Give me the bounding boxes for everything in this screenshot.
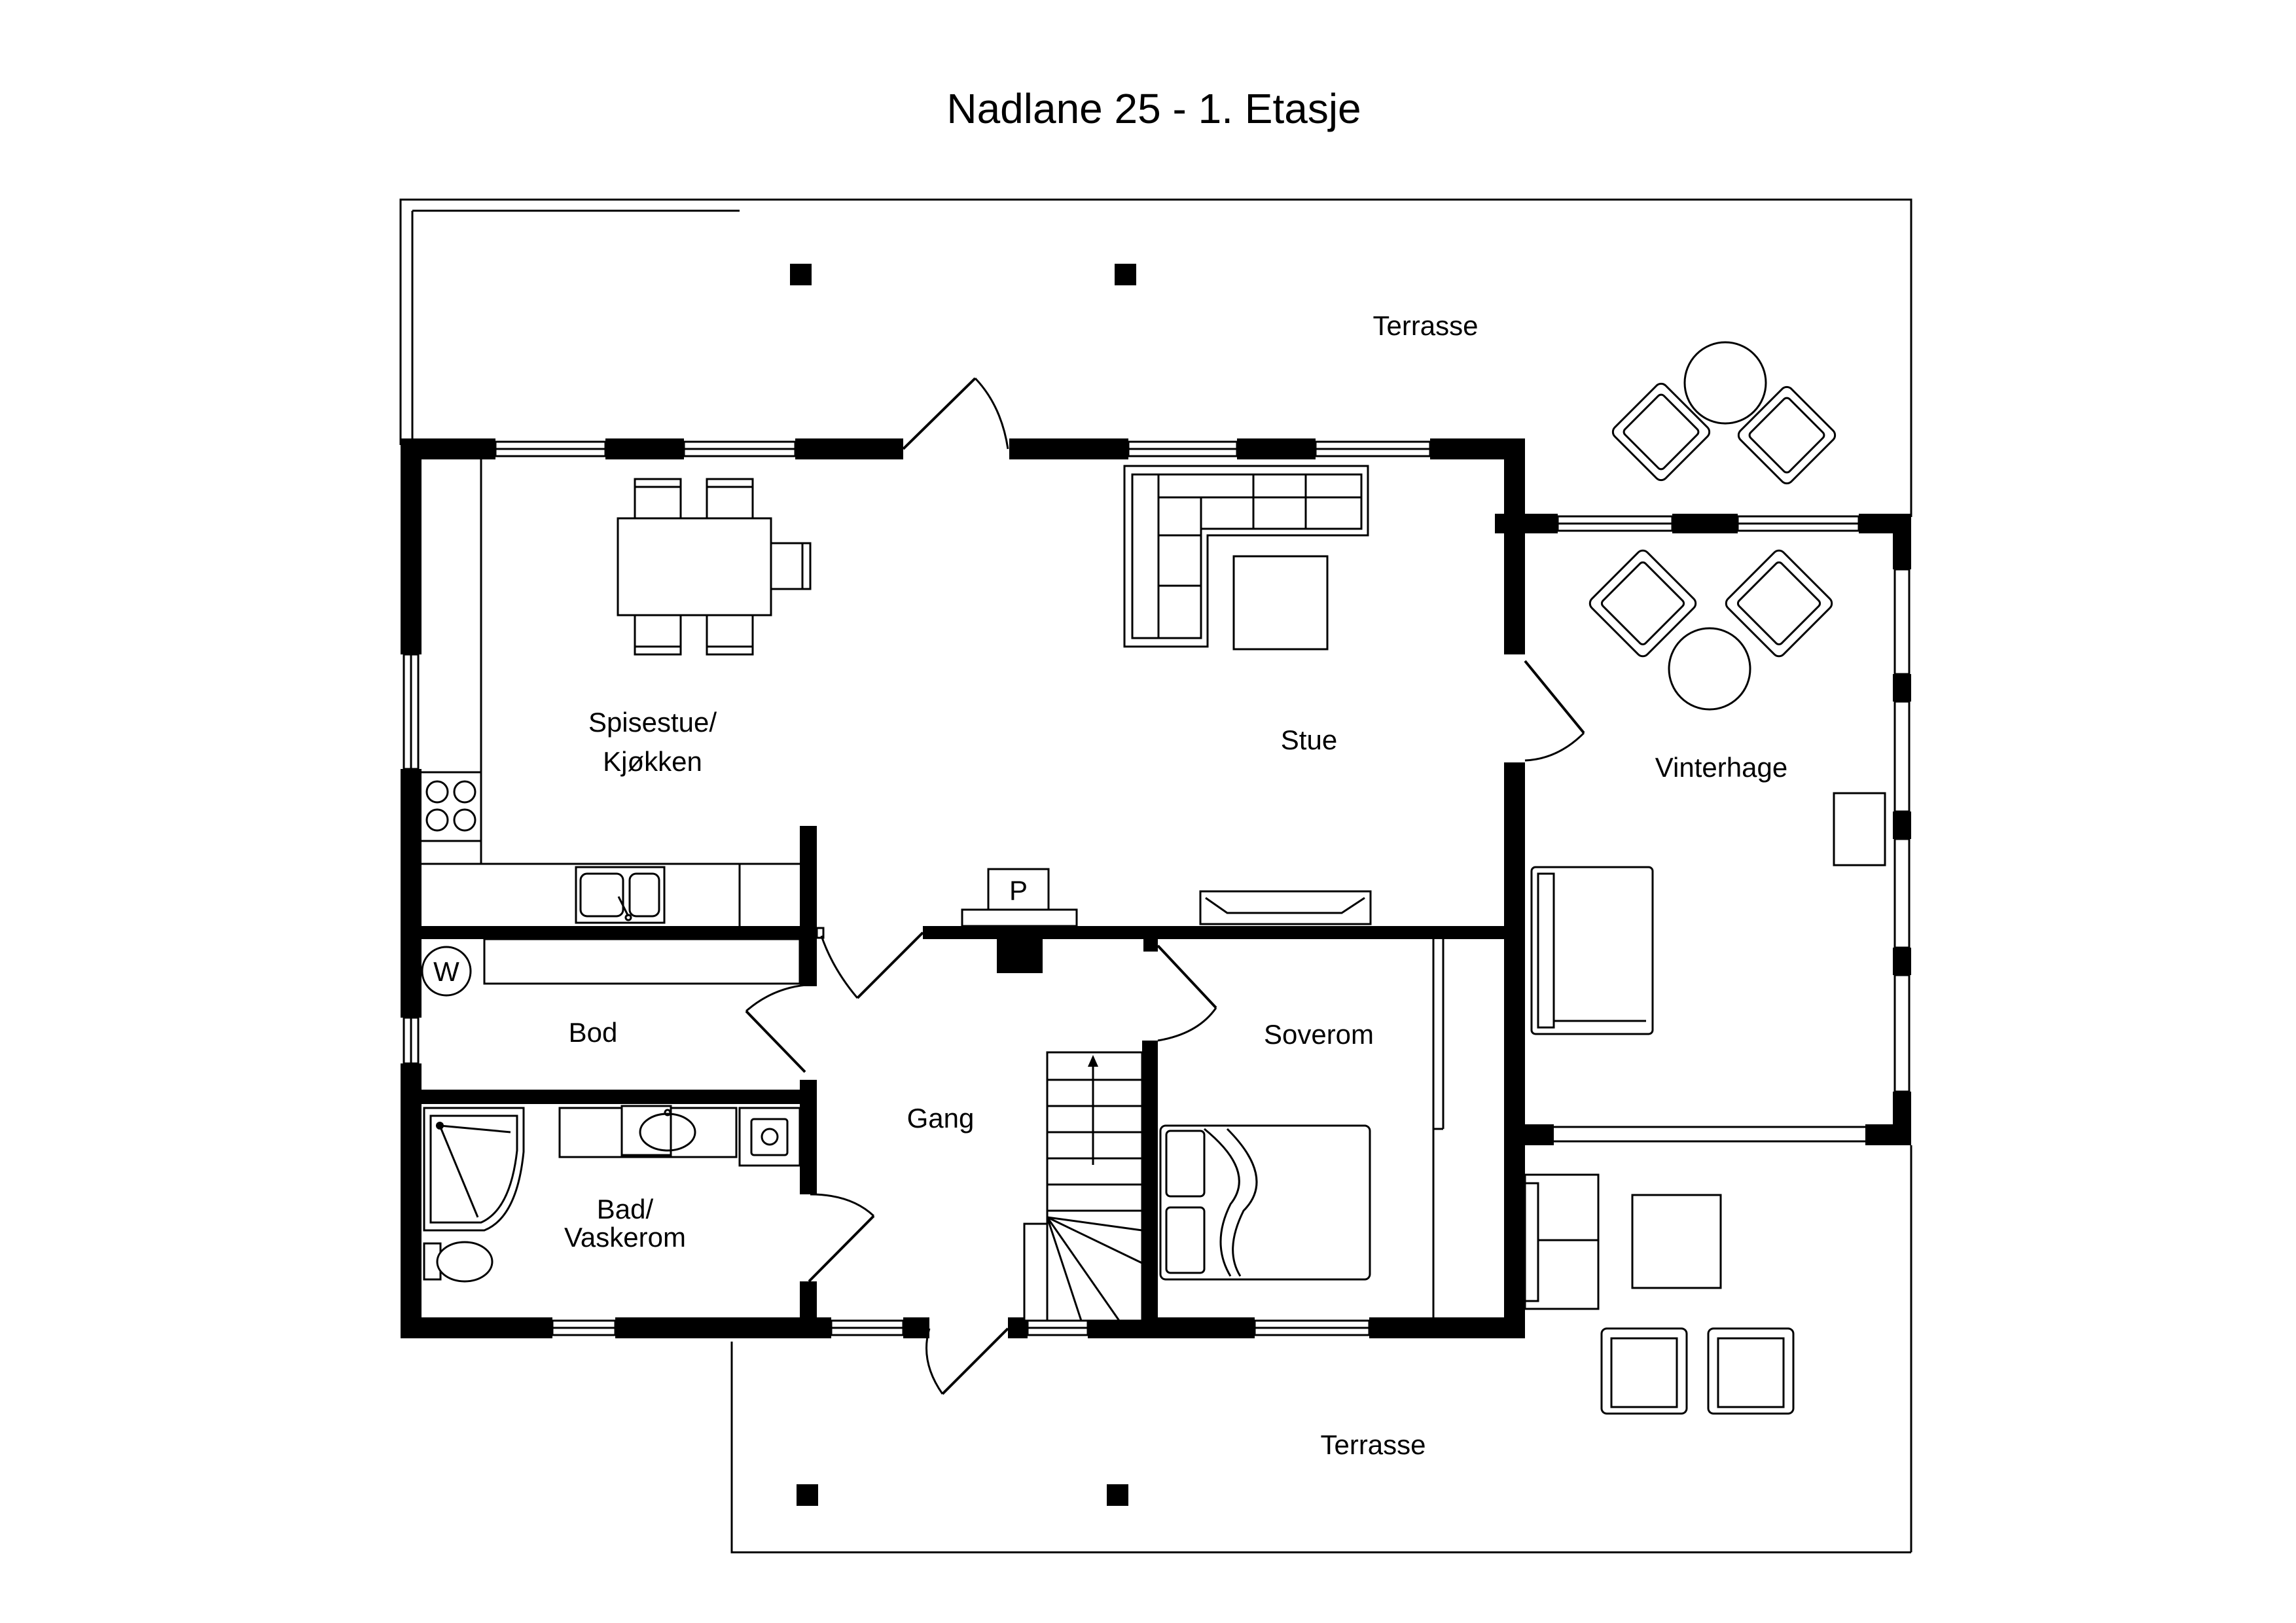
exterior-walls <box>401 438 1525 1338</box>
winter-garden-walls <box>1525 514 1911 1145</box>
winter-garden-door <box>1524 660 1585 762</box>
label-terrace-top: Terrasse <box>1372 310 1478 341</box>
exterior-windows <box>403 440 1431 1336</box>
fireplace: P <box>961 868 1078 927</box>
label-bath-line1: Bad/ <box>597 1194 654 1224</box>
terrace-outlines <box>399 198 1912 1554</box>
terrace-door-top <box>902 377 1009 450</box>
interior-doors <box>745 927 1217 1395</box>
tv-bench <box>1199 890 1372 925</box>
kitchen-counters <box>422 459 800 926</box>
interior-walls <box>422 826 1504 1329</box>
label-terrace-bottom: Terrasse <box>1320 1429 1426 1460</box>
bottom-terrace-furniture <box>1524 1173 1795 1415</box>
bathroom-fixtures <box>423 1105 801 1283</box>
washer-icon: W <box>421 946 472 997</box>
label-dining-line2: Kjøkken <box>603 746 702 777</box>
dining-table <box>617 478 812 656</box>
label-hall: Gang <box>907 1103 975 1133</box>
label-bedroom: Soverom <box>1264 1019 1374 1050</box>
washer-label: W <box>433 956 459 987</box>
label-storage: Bod <box>569 1017 618 1048</box>
stove-icon <box>425 780 476 832</box>
label-living: Stue <box>1281 724 1337 755</box>
terrace-posts <box>790 264 1136 1506</box>
label-dining-line1: Spisestue/ <box>588 707 717 738</box>
corner-sofa <box>1123 465 1369 648</box>
room-labels: Terrasse Spisestue/ Kjøkken Stue Vinterh… <box>564 310 1787 1460</box>
storage-shelf <box>483 938 801 985</box>
plan-title: Nadlane 25 - 1. Etasje <box>946 85 1361 132</box>
staircase <box>1023 1051 1143 1322</box>
bedroom-furniture <box>1159 939 1444 1317</box>
coffee-table <box>1232 555 1329 651</box>
sink-icon <box>575 866 666 924</box>
label-winter-garden: Vinterhage <box>1655 752 1787 783</box>
winter-garden-furniture <box>1530 341 1886 1035</box>
label-bath-line2: Vaskerom <box>564 1222 686 1253</box>
fireplace-label: P <box>1009 875 1028 906</box>
